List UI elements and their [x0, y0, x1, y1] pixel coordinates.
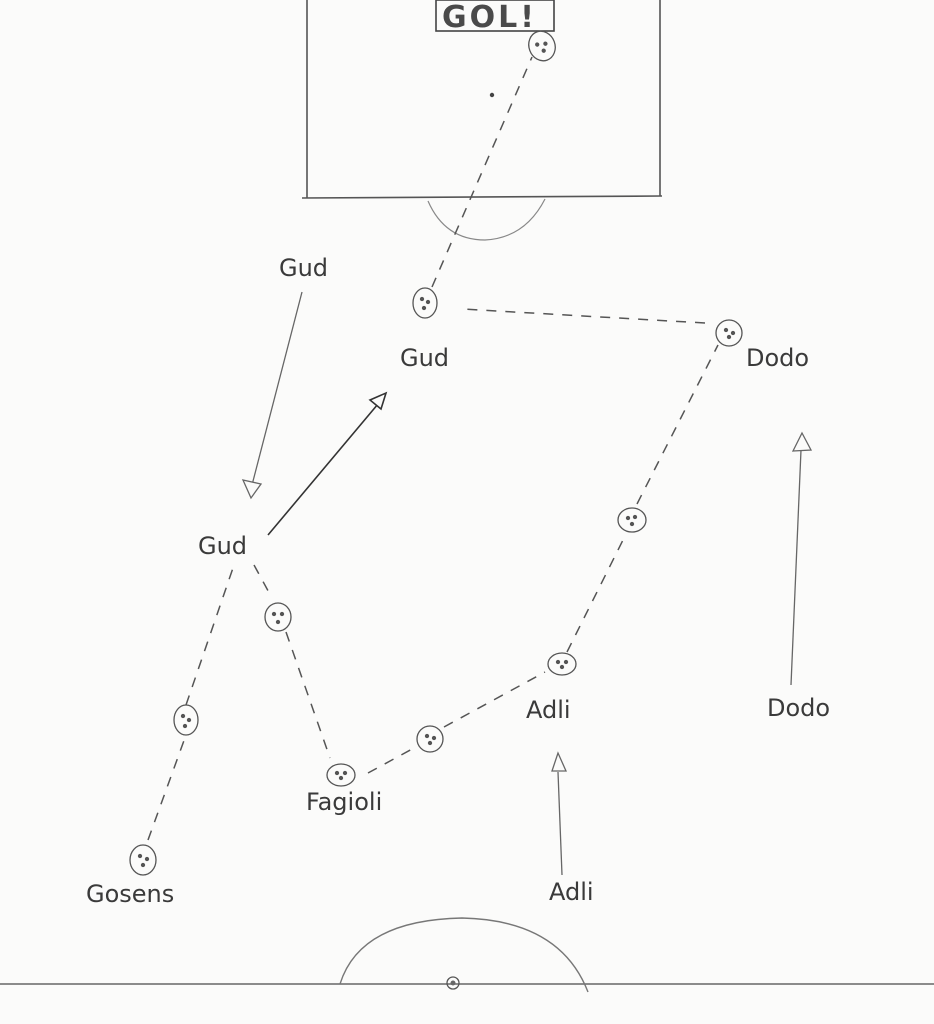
center-circle [339, 917, 589, 993]
balls [129, 30, 743, 876]
player-runs [241, 291, 813, 876]
pass-fagioli-to-mid [367, 747, 415, 774]
ball-icon [326, 763, 356, 787]
label-dodo-top: Dodo [746, 344, 809, 372]
pass-to-adli [443, 671, 546, 728]
label-gud-top: Gud [279, 254, 328, 282]
ball-icon [264, 602, 292, 632]
ball-path [147, 56, 719, 841]
run-gud-up-arrowhead [368, 391, 388, 411]
label-gosens: Gosens [86, 880, 174, 908]
label-gud-mid: Gud [400, 344, 449, 372]
label-adli-mid: Adli [526, 696, 571, 724]
ball-icon [528, 30, 556, 62]
center-spot [446, 976, 460, 990]
label-gud-left: Gud [198, 532, 247, 560]
run-gud-up-line [267, 403, 379, 536]
label-fagioli: Fagioli [306, 788, 382, 816]
ball-icon [715, 319, 743, 347]
ball-icon [416, 725, 444, 753]
ball-icon [617, 507, 647, 533]
penalty-area [301, 0, 663, 199]
pass-dodo-to-gud [461, 308, 706, 324]
shot-to-goal [431, 56, 533, 288]
ball-icon [412, 287, 438, 319]
penalty-arc [427, 198, 546, 241]
run-dodo-up-line [790, 449, 802, 686]
label-dodo-bottom: Dodo [767, 694, 830, 722]
ball-icon [547, 652, 577, 676]
ball-icon [129, 844, 157, 876]
pass-to-dodo [636, 344, 719, 505]
run-gud-down-line [251, 291, 303, 486]
label-adli-bottom: Adli [549, 878, 594, 906]
penalty-spot [489, 92, 495, 98]
run-adli-up-arrowhead [551, 751, 568, 772]
pass-to-fagioli [285, 631, 331, 759]
run-adli-up-line [557, 771, 563, 876]
pass-adli-to-mid [566, 535, 626, 653]
ball-icon [173, 704, 199, 736]
pass-gud-to-mid [253, 564, 273, 599]
pass-gosens-to-mid [147, 734, 187, 841]
run-gud-down-arrowhead [241, 479, 263, 500]
goal-text: GOL! [442, 0, 537, 35]
goal-label-box: GOL! [435, 0, 555, 35]
penalty-area-bottom-line [301, 195, 663, 199]
pass-to-gud-left [185, 564, 235, 706]
run-dodo-up-arrowhead [791, 431, 813, 452]
player-labels: Gud Gud Gud Dodo Dodo Adli Adli Fagioli … [86, 254, 830, 908]
